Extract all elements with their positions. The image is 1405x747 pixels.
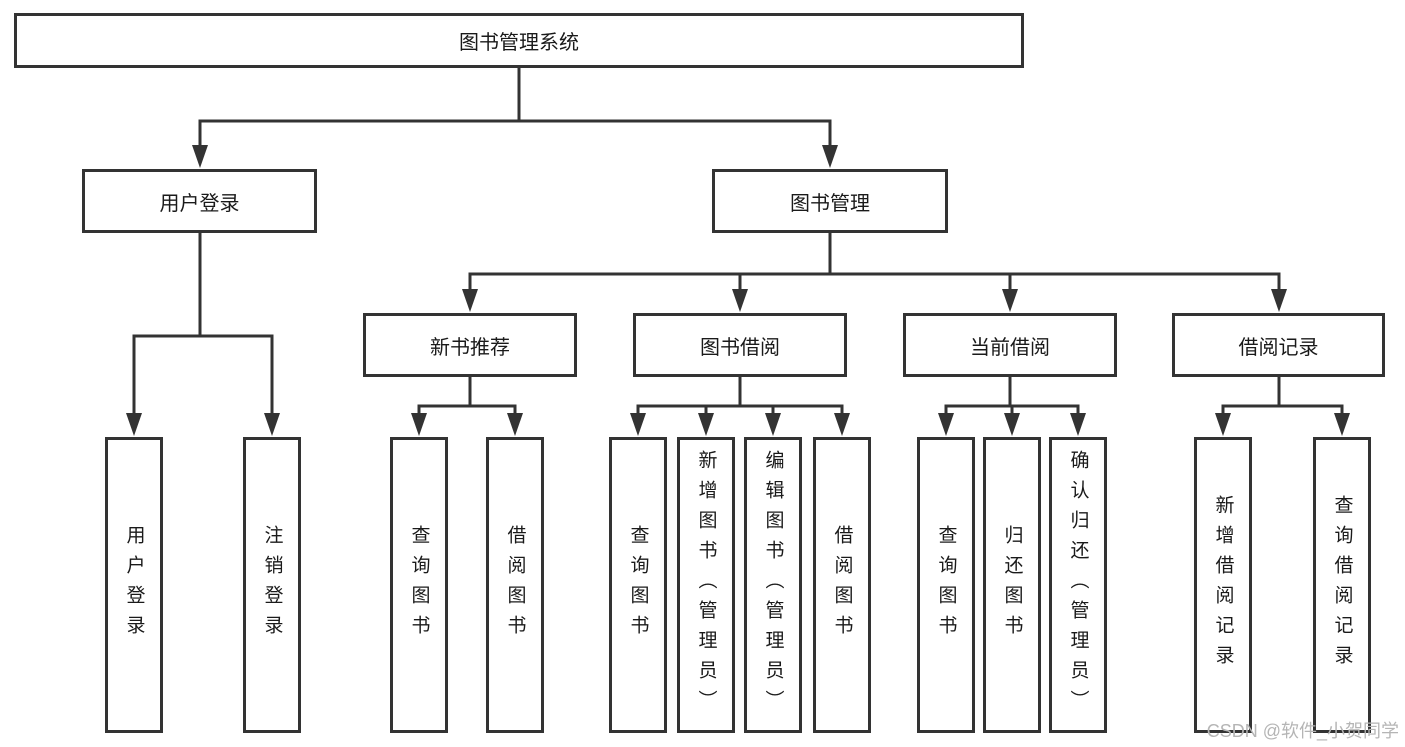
node-edit-book-admin: 编辑图书（管理员） [744, 437, 802, 733]
node-label: 查询图书 [935, 525, 957, 645]
node-label: 注销登录 [261, 525, 283, 645]
node-label: 用户登录 [123, 525, 145, 645]
node-query-books-3: 查询图书 [917, 437, 975, 733]
node-borrow-books-2: 借阅图书 [813, 437, 871, 733]
node-label: 编辑图书（管理员） [762, 450, 784, 720]
node-label: 查询借阅记录 [1331, 495, 1353, 675]
node-return-books: 归还图书 [983, 437, 1041, 733]
node-book-management: 图书管理 [712, 169, 948, 233]
node-book-borrowing: 图书借阅 [633, 313, 847, 377]
node-root-system: 图书管理系统 [14, 13, 1024, 68]
node-query-books-2: 查询图书 [609, 437, 667, 733]
node-borrowing-records: 借阅记录 [1172, 313, 1385, 377]
node-label: 查询图书 [627, 525, 649, 645]
node-label: 借阅图书 [504, 525, 526, 645]
node-label: 归还图书 [1001, 525, 1023, 645]
node-new-book-recommend: 新书推荐 [363, 313, 577, 377]
node-label: 图书管理系统 [459, 32, 579, 54]
node-user-login-leaf: 用户登录 [105, 437, 163, 733]
node-label: 用户登录 [159, 192, 240, 215]
node-label: 图书借阅 [700, 336, 780, 359]
node-label: 新增借阅记录 [1212, 495, 1234, 675]
node-logout: 注销登录 [243, 437, 301, 733]
node-label: 借阅记录 [1238, 336, 1319, 359]
node-label: 图书管理 [790, 192, 870, 215]
node-label: 新增图书（管理员） [695, 450, 717, 720]
node-label: 借阅图书 [831, 525, 853, 645]
node-user-login: 用户登录 [82, 169, 317, 233]
node-label: 当前借阅 [970, 336, 1050, 359]
node-borrow-books-1: 借阅图书 [486, 437, 544, 733]
node-label: 查询图书 [408, 525, 430, 645]
node-query-borrow-record: 查询借阅记录 [1313, 437, 1371, 733]
watermark-text: CSDN @软件_小贺同学 [1206, 721, 1399, 741]
node-confirm-return-admin: 确认归还（管理员） [1049, 437, 1107, 733]
node-label: 确认归还（管理员） [1067, 450, 1089, 720]
node-label: 新书推荐 [430, 336, 510, 359]
node-current-borrowing: 当前借阅 [903, 313, 1117, 377]
node-add-book-admin: 新增图书（管理员） [677, 437, 735, 733]
node-query-books-1: 查询图书 [390, 437, 448, 733]
node-add-borrow-record: 新增借阅记录 [1194, 437, 1252, 733]
